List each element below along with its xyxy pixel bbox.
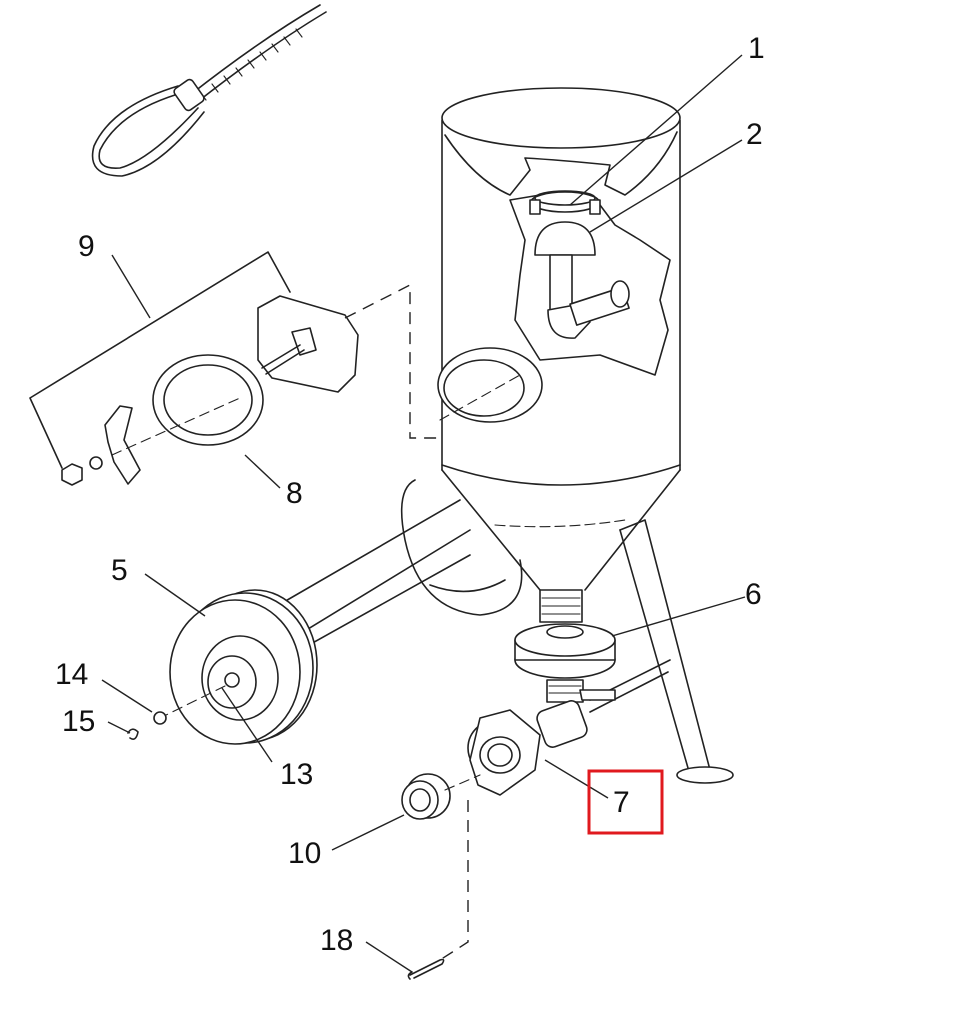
callout-13: 13: [280, 758, 313, 791]
safety-cable: [91, 4, 327, 177]
callout-15: 15: [62, 705, 95, 738]
callout-8: 8: [286, 477, 303, 510]
bracket-9: [29, 251, 291, 469]
callout-1: 1: [748, 32, 765, 65]
callout-5: 5: [111, 554, 128, 587]
pressure-vessel: [437, 87, 681, 591]
cover-path-dashed: [344, 283, 440, 439]
highlight-box: [587, 769, 664, 835]
callout-14: 14: [55, 658, 88, 691]
cover-plate-assembly: [61, 295, 359, 486]
coupling-assembly: [467, 700, 588, 796]
callout-2: 2: [746, 118, 763, 151]
callout-18: 18: [320, 924, 353, 957]
nozzle-holder: [401, 773, 481, 820]
callout-10: 10: [288, 837, 321, 870]
callout-7: 7: [613, 786, 630, 819]
callout-9: 9: [78, 230, 95, 263]
metering-valve: [514, 589, 616, 703]
wheel-hardware: [127, 711, 167, 740]
frame-legs: [589, 519, 734, 784]
leader-lines: [101, 54, 746, 973]
callout-6: 6: [745, 578, 762, 611]
cotter-pin: [407, 958, 445, 980]
axle-assembly: [159, 479, 523, 745]
pin-path-dashed: [439, 800, 469, 961]
